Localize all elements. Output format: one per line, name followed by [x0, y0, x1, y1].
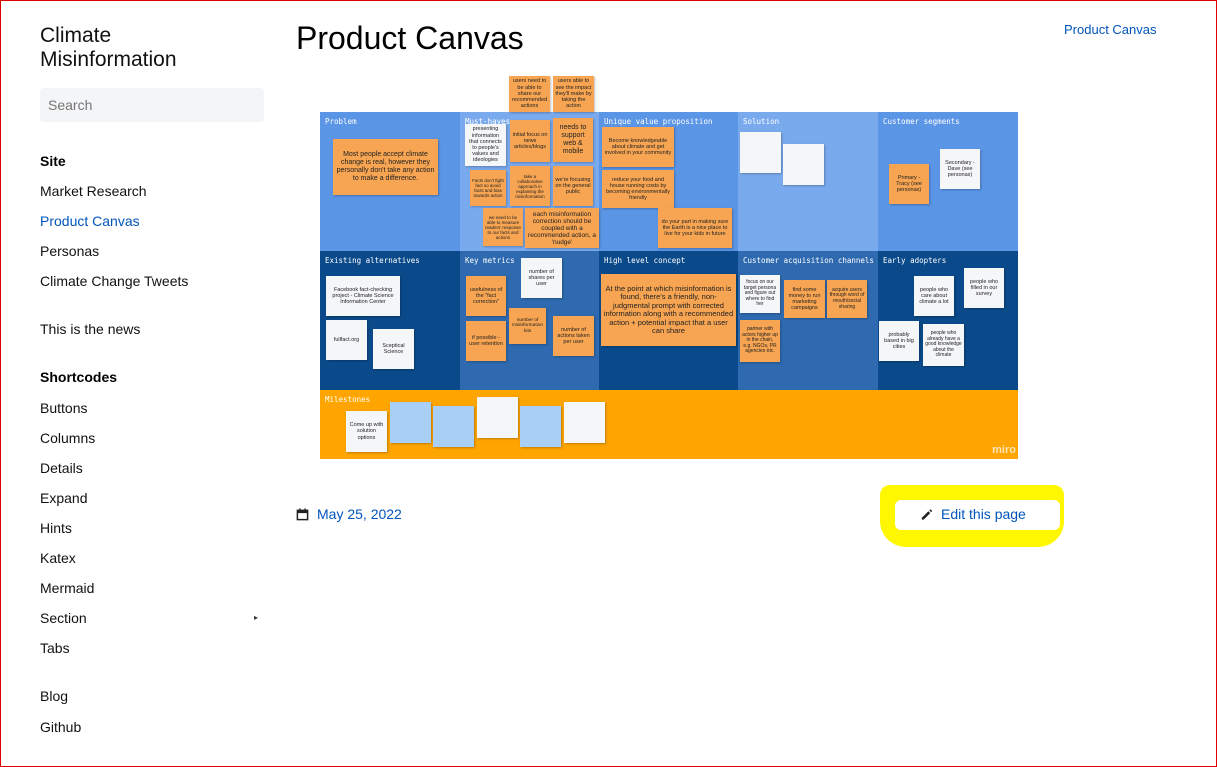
section-label: Key metrics — [465, 256, 515, 265]
sticky-note[interactable] — [477, 397, 518, 438]
nav-heading-shortcodes: Shortcodes — [40, 369, 118, 385]
sticky-note[interactable]: Facebook fact-checking project - Climate… — [326, 276, 400, 316]
sticky-note[interactable] — [564, 402, 605, 443]
sidebar-item-mermaid[interactable]: Mermaid — [40, 580, 95, 596]
page-title: Product Canvas — [296, 20, 524, 56]
sticky-note[interactable]: find some money to run marketing campaig… — [784, 280, 825, 318]
sticky-note[interactable] — [433, 406, 474, 447]
product-canvas-board: Problem Must-haves Unique value proposit… — [320, 76, 1018, 459]
highlight-marker-inner — [895, 500, 1060, 530]
section-label: Unique value proposition — [604, 117, 713, 126]
sticky-note[interactable]: fullfact.org — [326, 320, 367, 360]
pencil-icon — [921, 508, 933, 520]
section-label: Solution — [743, 117, 780, 126]
sidebar-item-climate-change-tweets[interactable]: Climate Change Tweets — [40, 273, 189, 289]
sticky-note[interactable] — [783, 144, 824, 185]
sidebar-item-market-research[interactable]: Market Research — [40, 183, 147, 199]
site-title-line2: Misinformation — [40, 48, 177, 71]
sidebar-item-personas[interactable]: Personas — [40, 243, 100, 259]
sidebar-item-blog[interactable]: Blog — [40, 688, 69, 704]
section-label: Customer acquisition channels — [743, 256, 874, 265]
sticky-note[interactable]: users need to be able to share our recom… — [509, 76, 550, 112]
miro-watermark: miro — [992, 444, 1016, 456]
sticky-note[interactable]: acquire users through word of mouth/soci… — [827, 280, 867, 318]
sticky-note[interactable]: At the point at which misinformation is … — [601, 274, 736, 346]
date-link[interactable]: May 25, 2022 — [317, 506, 402, 522]
sidebar-item-section[interactable]: Section — [40, 610, 87, 626]
sidebar-item-product-canvas[interactable]: Product Canvas — [40, 213, 140, 229]
edit-page-link[interactable]: Edit this page — [941, 506, 1026, 522]
sticky-note[interactable]: number of misinformation hits — [509, 308, 546, 344]
sticky-note[interactable]: Facts don't fight fact so avoid facts an… — [470, 170, 506, 206]
sidebar: Climate Misinformation — [40, 24, 265, 122]
sticky-note[interactable]: presenting information that connects to … — [465, 124, 506, 166]
sticky-note[interactable]: usefulness of the "fact correction" — [466, 276, 506, 316]
sticky-note[interactable]: Primary - Tracy (see personas) — [889, 164, 929, 204]
sticky-note[interactable]: number of actions taken per user — [553, 316, 594, 356]
sticky-note[interactable] — [390, 402, 431, 443]
sticky-note[interactable]: each misinformation correction should be… — [525, 208, 599, 248]
sidebar-item-buttons[interactable]: Buttons — [40, 400, 88, 416]
sidebar-item-katex[interactable]: Katex — [40, 550, 76, 566]
sidebar-item-github[interactable]: Github — [40, 719, 82, 735]
section-label: Customer segments — [883, 117, 960, 126]
sticky-note[interactable]: Sceptical Science — [373, 329, 414, 369]
sidebar-item-details[interactable]: Details — [40, 460, 83, 476]
sticky-note[interactable]: Come up with solution options — [346, 411, 387, 452]
sticky-note[interactable]: Secondary - Dave (see personas) — [940, 149, 980, 189]
expand-arrow-icon[interactable]: ▸ — [254, 613, 259, 622]
sticky-note[interactable]: take a collaborative approach in explain… — [510, 166, 550, 206]
sticky-note[interactable]: focus on our target persona and figure o… — [740, 275, 780, 313]
sidebar-item-expand[interactable]: Expand — [40, 490, 88, 506]
sticky-note[interactable] — [520, 406, 561, 447]
sidebar-item-tabs[interactable]: Tabs — [40, 640, 70, 656]
sticky-note[interactable]: needs to support web & mobile — [553, 118, 593, 162]
sticky-note[interactable]: Become knowledgeable about climate and g… — [602, 127, 674, 167]
section-label: Existing alternatives — [325, 256, 420, 265]
sticky-note[interactable]: people who filled in our survey — [964, 268, 1004, 308]
sticky-note[interactable]: we're focusing on the general public — [553, 166, 593, 206]
sticky-note[interactable]: we need to be able to measure readers' r… — [483, 208, 523, 246]
sticky-note[interactable]: number of shares per user — [521, 258, 562, 298]
search-input[interactable] — [40, 88, 264, 122]
sticky-note[interactable]: people who already have a good knowledge… — [923, 324, 964, 366]
site-title[interactable]: Climate Misinformation — [40, 24, 265, 72]
sticky-note[interactable]: probably based in big cities — [879, 321, 919, 361]
calendar-icon — [296, 507, 309, 520]
sidebar-item-news[interactable]: This is the news — [40, 321, 141, 337]
section-label: Must-haves — [465, 117, 511, 126]
sidebar-item-hints[interactable]: Hints — [40, 520, 72, 536]
section-label: High level concept — [604, 256, 686, 265]
nav-heading-site: Site — [40, 153, 66, 169]
breadcrumb[interactable]: Product Canvas — [1064, 22, 1157, 37]
sticky-note[interactable]: if possible - user retention — [466, 321, 506, 361]
section-label: Early adopters — [883, 256, 947, 265]
sticky-note[interactable]: partner with actors higher up in the cha… — [740, 320, 780, 362]
section-label: Milestones — [325, 395, 371, 404]
sticky-note[interactable]: Most people accept climate change is rea… — [333, 139, 438, 195]
section-label: Problem — [325, 117, 357, 126]
sticky-note[interactable]: initial focus on news articles/blogs — [510, 120, 550, 162]
sticky-note[interactable] — [740, 132, 781, 173]
sticky-note[interactable]: reduce your food and house running costs… — [602, 170, 674, 208]
sticky-note[interactable]: do your part in making sure the Earth is… — [658, 208, 732, 248]
sticky-note[interactable]: users able to see the impact they'll mak… — [553, 76, 594, 112]
edit-this-page[interactable]: Edit this page — [920, 506, 1026, 522]
page-date: May 25, 2022 — [296, 506, 402, 522]
sidebar-item-columns[interactable]: Columns — [40, 430, 96, 446]
sticky-note[interactable]: people who care about climate a lot — [914, 276, 954, 316]
site-title-line1: Climate — [40, 24, 112, 47]
